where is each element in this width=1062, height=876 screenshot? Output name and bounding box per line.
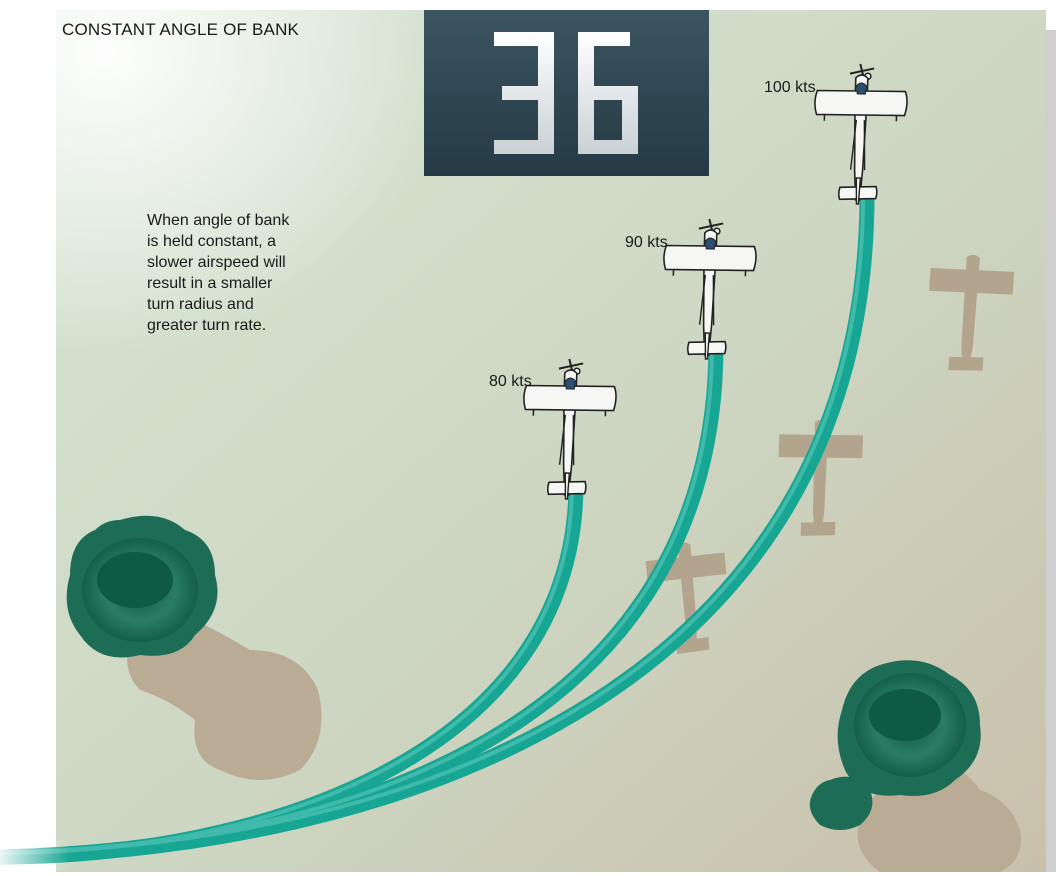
- turn-tracks: [0, 189, 875, 865]
- runway-digit-six: [577, 32, 638, 154]
- track-highlights: [0, 189, 866, 855]
- runway-number: [424, 10, 709, 176]
- description-line: greater turn rate.: [147, 317, 267, 334]
- description-line: is held constant, a: [147, 233, 276, 250]
- description-text: When angle of bank is held constant, a s…: [147, 210, 377, 336]
- description-line: When angle of bank: [147, 212, 290, 229]
- speed-label-90: 90 kts: [625, 234, 668, 251]
- tree-small: [809, 776, 873, 830]
- runway-digit-three: [493, 32, 554, 154]
- description-line: turn radius and: [147, 296, 254, 313]
- speed-label-80: 80 kts: [489, 373, 532, 390]
- runway-digits: [493, 32, 638, 154]
- page-title: CONSTANT ANGLE OF BANK: [62, 20, 300, 39]
- tree-left: [66, 515, 218, 658]
- speed-label-100: 100 kts: [764, 79, 816, 96]
- panel-right-edge: [1046, 30, 1056, 872]
- description-line: result in a smaller: [147, 275, 273, 292]
- tree-right: [837, 660, 981, 796]
- track-100-kts: [0, 189, 875, 865]
- description-line: slower airspeed will: [147, 254, 286, 271]
- runway-number-block: [424, 10, 709, 176]
- track-fade: [0, 840, 70, 870]
